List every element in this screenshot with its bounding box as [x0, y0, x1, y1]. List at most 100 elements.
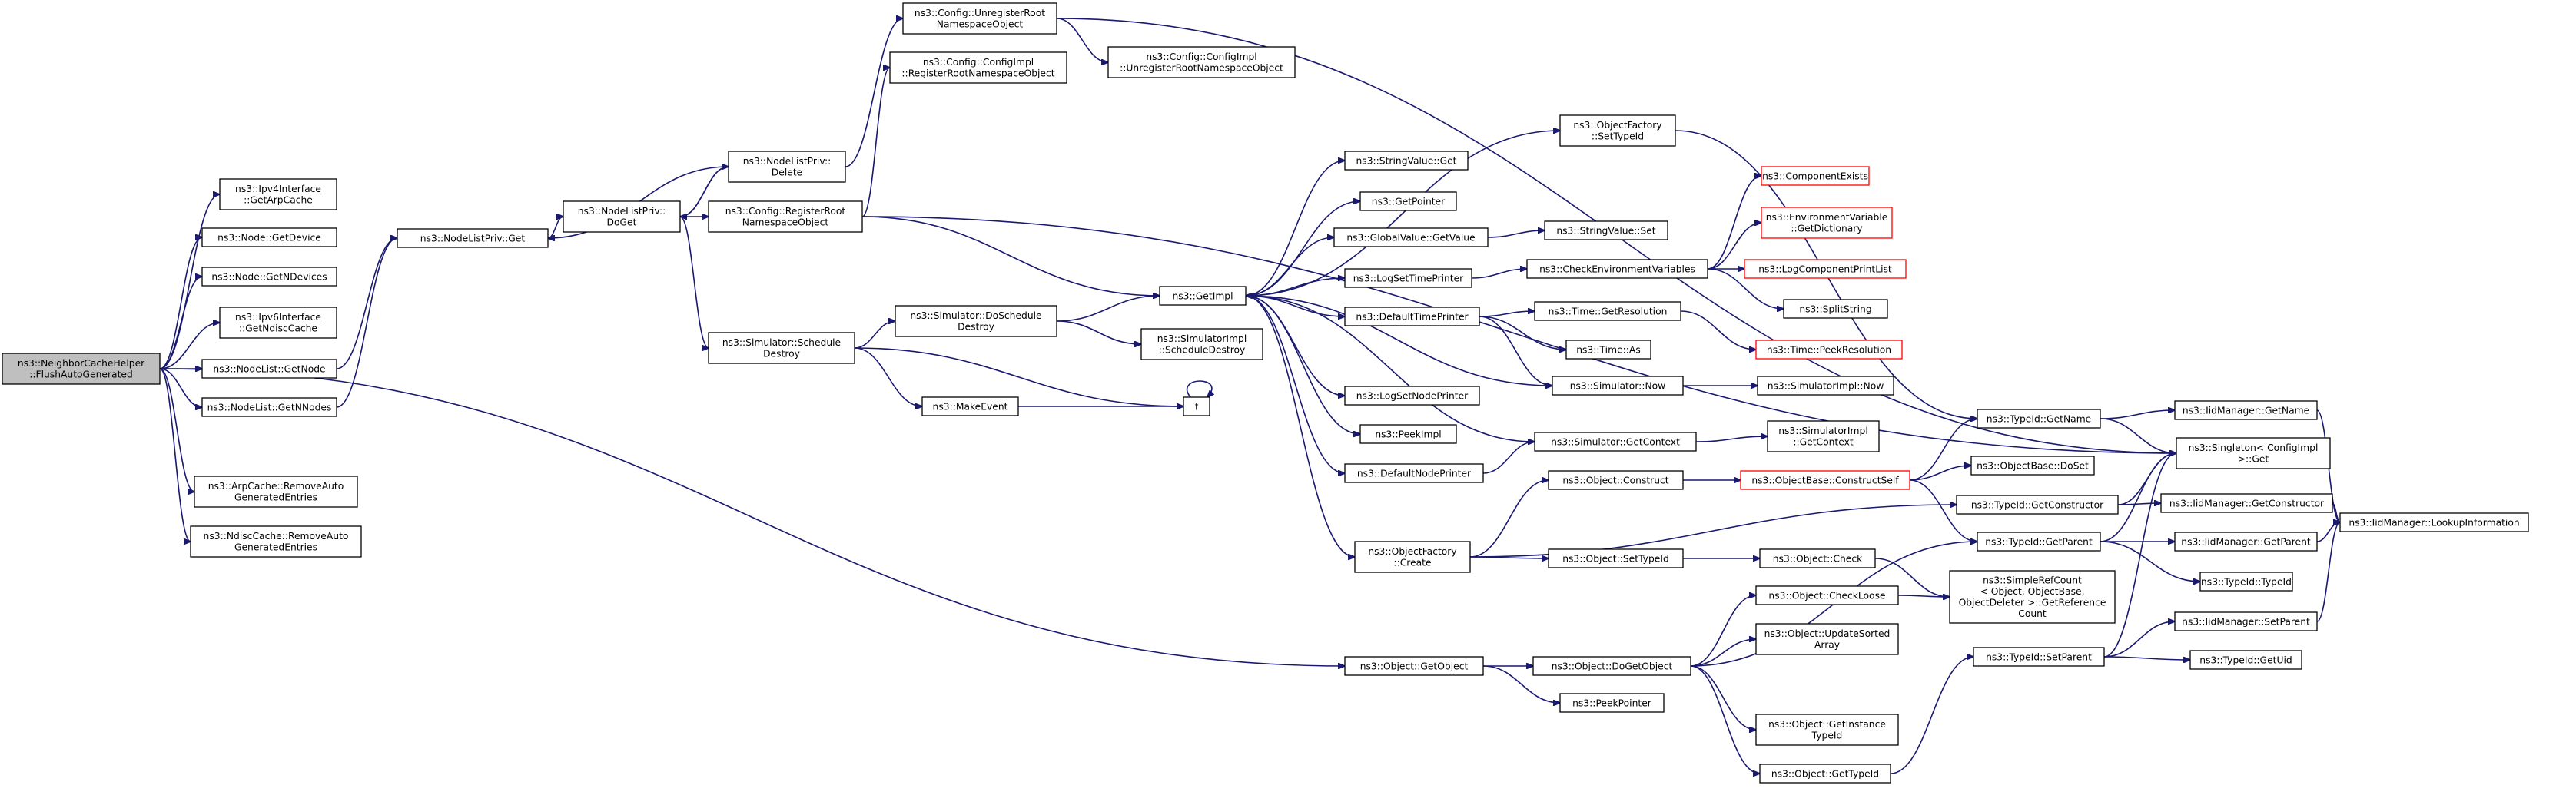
node-root[interactable]: ns3::NeighborCacheHelper::FlushAutoGener… [2, 353, 161, 385]
node-label: Count [2018, 608, 2047, 619]
edge-line [1479, 316, 1566, 350]
node-simgetctx[interactable]: ns3::Simulator::GetContext [1534, 432, 1697, 452]
node-timeres[interactable]: ns3::Time::GetResolution [1534, 301, 1681, 321]
node-nlpdoget[interactable]: ns3::NodeListPriv::DoGet [563, 200, 681, 233]
node-label: ::GetArpCache [244, 195, 313, 206]
node-iidgetname[interactable]: ns3::IidManager::GetName [2174, 400, 2318, 420]
node-envdict[interactable]: ns3::EnvironmentVariable::GetDictionary [1761, 207, 1893, 239]
node-nlpget[interactable]: ns3::NodeListPriv::Get [397, 228, 549, 248]
node-objconstruct[interactable]: ns3::Object::Construct [1548, 470, 1684, 490]
node-timeas[interactable]: ns3::Time::As [1565, 340, 1651, 360]
node-tidsetparent[interactable]: ns3::TypeId::SetParent [1973, 647, 2105, 667]
node-tidgetparent[interactable]: ns3::TypeId::GetParent [1977, 532, 2101, 552]
edge-deftime-to-simnow [1479, 316, 1552, 386]
edge-line [1056, 296, 1160, 322]
node-logtime[interactable]: ns3::LogSetTimePrinter [1344, 268, 1472, 288]
node-f[interactable]: f [1183, 396, 1210, 416]
node-simimplsd[interactable]: ns3::SimulatorImpl::ScheduleDestroy [1140, 328, 1263, 360]
node-box [1548, 548, 1684, 568]
node-nodegetdev[interactable]: ns3::Node::GetDevice [201, 227, 337, 247]
node-simimplnow[interactable]: ns3::SimulatorImpl::Now [1757, 376, 1894, 396]
node-objdogetobj[interactable]: ns3::Object::DoGetObject [1532, 656, 1691, 676]
node-label: GeneratedEntries [234, 492, 317, 503]
node-cfgimplunreg[interactable]: ns3::Config::ConfigImpl::UnregisterRootN… [1107, 46, 1296, 78]
node-ndrm[interactable]: ns3::NdiscCache::RemoveAutoGeneratedEntr… [190, 525, 362, 558]
node-label: ns3::Object::GetTypeId [1771, 768, 1879, 779]
node-iidgetctor[interactable]: ns3::IidManager::GetConstructor [2160, 493, 2333, 513]
node-nodegetn[interactable]: ns3::Node::GetNDevices [201, 267, 337, 287]
node-label: ns3::Simulator::DoSchedule [910, 310, 1041, 321]
node-cfgreg[interactable]: ns3::Config::RegisterRootNamespaceObject [708, 200, 863, 233]
edge-defnode-to-simgetctx [1482, 442, 1535, 474]
node-label: ns3::Object::SetTypeId [1562, 553, 1669, 564]
node-iidgetparent[interactable]: ns3::IidManager::GetParent [2174, 532, 2318, 552]
node-strget[interactable]: ns3::StringValue::Get [1344, 151, 1469, 171]
node-singleton[interactable]: ns3::Singleton< ConfigImpl>::Get [2176, 437, 2331, 469]
node-ipv4arp[interactable]: ns3::Ipv4Interface::GetArpCache [219, 178, 337, 210]
node-tidgetuid[interactable]: ns3::TypeId::GetUid [2189, 650, 2302, 670]
edge-line [1690, 665, 1756, 730]
node-iidlookup[interactable]: ns3::IidManager::LookupInformation [2339, 512, 2529, 532]
edge-line [1246, 296, 1535, 442]
node-simsd[interactable]: ns3::Simulator::ScheduleDestroy [708, 332, 855, 364]
edge-cfgunreg-to-cfgimplunreg [1056, 18, 1108, 62]
edge-tidgetparent-to-singleton [2100, 453, 2176, 542]
node-tidgetname[interactable]: ns3::TypeId::GetName [1977, 409, 2101, 429]
node-cfgimplreg[interactable]: ns3::Config::ConfigImpl::RegisterRootNam… [889, 51, 1067, 84]
node-compexists[interactable]: ns3::ComponentExists [1761, 166, 1870, 186]
node-makeev[interactable]: ns3::MakeEvent [921, 396, 1019, 416]
node-box [219, 178, 337, 210]
node-getptr[interactable]: ns3::GetPointer [1359, 191, 1457, 211]
node-objsettid[interactable]: ns3::Object::SetTypeId [1548, 548, 1684, 568]
node-nlgetn[interactable]: ns3::NodeList::GetNNodes [201, 397, 337, 417]
node-gvget[interactable]: ns3::GlobalValue::GetValue [1333, 227, 1489, 247]
node-ofcreate[interactable]: ns3::ObjectFactory::Create [1354, 541, 1471, 573]
node-label: ns3::Singleton< ConfigImpl [2189, 442, 2319, 453]
node-simpleref[interactable]: ns3::SimpleRefCount< Object, ObjectBase,… [1949, 570, 2116, 624]
node-strset[interactable]: ns3::StringValue::Set [1544, 220, 1668, 240]
node-peekimpl[interactable]: ns3::PeekImpl [1359, 424, 1457, 444]
edge-iidsetparent-to-iidlookup [2316, 522, 2340, 622]
edge-line [336, 238, 397, 408]
node-tidgetctor[interactable]: ns3::TypeId::GetConstructor [1956, 495, 2119, 515]
node-objcheck[interactable]: ns3::Object::Check [1759, 548, 1876, 568]
node-timepeek[interactable]: ns3::Time::PeekResolution [1755, 340, 1903, 360]
node-peekptr[interactable]: ns3::PeekPointer [1559, 693, 1665, 713]
node-defnode[interactable]: ns3::DefaultNodePrinter [1344, 463, 1484, 483]
node-logcomp[interactable]: ns3::LogComponentPrintList [1744, 259, 1907, 279]
node-label: ns3::TypeId::GetName [1987, 413, 2091, 424]
node-nlgetnode[interactable]: ns3::NodeList::GetNode [201, 359, 337, 379]
node-objgettid[interactable]: ns3::Object::GetTypeId [1759, 764, 1891, 784]
node-box [1552, 376, 1684, 396]
node-box [1354, 541, 1471, 573]
node-simnow[interactable]: ns3::Simulator::Now [1552, 376, 1684, 396]
node-ipv6nd[interactable]: ns3::Ipv6Interface::GetNdiscCache [219, 307, 337, 339]
node-splitstr[interactable]: ns3::SplitString [1783, 299, 1888, 319]
node-checkenv[interactable]: ns3::CheckEnvironmentVariables [1526, 259, 1708, 279]
node-getimpl[interactable]: ns3::GetImpl [1159, 286, 1247, 306]
node-obdoset[interactable]: ns3::ObjectBase::DoSet [1970, 456, 2095, 476]
node-objgetobj[interactable]: ns3::Object::GetObject [1344, 656, 1484, 676]
node-deftime[interactable]: ns3::DefaultTimePrinter [1344, 307, 1480, 326]
node-tidtid[interactable]: ns3::TypeId::TypeId [2199, 572, 2293, 592]
node-label: ns3::GetPointer [1372, 196, 1446, 207]
node-iidsetparent[interactable]: ns3::IidManager::SetParent [2174, 611, 2318, 631]
node-label: ns3::LogSetTimePrinter [1353, 273, 1464, 283]
node-obconstructself[interactable]: ns3::ObjectBase::ConstructSelf [1740, 470, 1910, 490]
edge-tidgetname-to-iidgetname [2100, 410, 2175, 419]
node-arprm[interactable]: ns3::ArpCache::RemoveAutoGeneratedEntrie… [194, 476, 358, 508]
node-objcheckloose[interactable]: ns3::Object::CheckLoose [1755, 585, 1899, 605]
node-cfgunreg[interactable]: ns3::Config::UnregisterRootNamespaceObje… [902, 2, 1057, 35]
edge-line [861, 216, 1160, 296]
node-nlpdel[interactable]: ns3::NodeListPriv::Delete [728, 151, 846, 183]
node-label: ::ScheduleDestroy [1159, 345, 1246, 356]
node-lognode[interactable]: ns3::LogSetNodePrinter [1344, 386, 1480, 406]
node-simimplctx[interactable]: ns3::SimulatorImpl::GetContext [1767, 420, 1880, 452]
node-box [1740, 470, 1910, 490]
node-label: NamespaceObject [937, 19, 1024, 30]
edge-line [159, 368, 191, 542]
node-ofsettid[interactable]: ns3::ObjectFactory::SetTypeId [1559, 114, 1676, 147]
